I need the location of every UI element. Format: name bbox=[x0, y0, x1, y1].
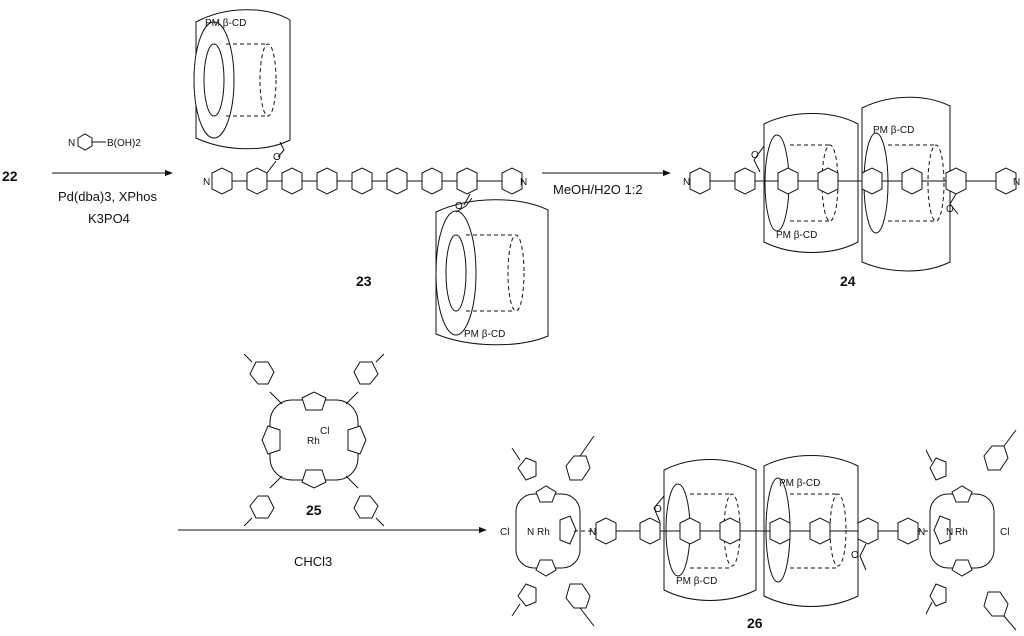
nitrogen-26-left-porphyrin: N bbox=[527, 527, 534, 538]
rhodium-26-left: Rh bbox=[537, 527, 550, 538]
compound-23-structure bbox=[193, 9, 549, 346]
cd-label-26-lower: PM β-CD bbox=[676, 576, 717, 587]
compound-25-label: 25 bbox=[306, 502, 322, 518]
pyridine-boronic-acid-structure bbox=[77, 133, 106, 151]
cd-label-23-lower: PM β-CD bbox=[464, 329, 505, 340]
oxygen-24-left: O bbox=[751, 150, 759, 161]
chloride-26-left: Cl bbox=[500, 527, 509, 538]
solvent-step3-label: CHCl3 bbox=[294, 554, 332, 569]
cyclodextrin-left-24 bbox=[763, 113, 859, 253]
compound-25-structure bbox=[243, 353, 385, 527]
chloride-26-right: Cl bbox=[1000, 527, 1009, 538]
oxygen-23-lower: O bbox=[455, 201, 463, 212]
nitrogen-26-right-porphyrin: N bbox=[946, 527, 953, 538]
nitrogen-26-right-pyridine: N bbox=[918, 527, 925, 538]
nitrogen-26-left-pyridine: N bbox=[589, 527, 596, 538]
oxygen-23-upper: O bbox=[273, 152, 281, 163]
oxygen-26-right: O bbox=[851, 550, 859, 561]
cd-label-24-lower: PM β-CD bbox=[776, 230, 817, 241]
compound-26-structure bbox=[511, 429, 1017, 631]
catalyst-label: Pd(dba)3, XPhos bbox=[58, 189, 158, 204]
oxygen-24-right: O bbox=[946, 204, 954, 215]
compound-26-label: 26 bbox=[747, 615, 763, 631]
reagent-nitrogen: N bbox=[68, 138, 75, 149]
solvent-step2-label: MeOH/H2O 1:2 bbox=[553, 182, 643, 197]
nitrogen-24-right: N bbox=[1013, 177, 1020, 188]
rhodium-25: Rh bbox=[307, 436, 320, 447]
nitrogen-24-left: N bbox=[683, 177, 690, 188]
cd-label-23-upper: PM β-CD bbox=[205, 18, 246, 29]
cd-label-24-upper: PM β-CD bbox=[873, 125, 914, 136]
rhodium-26-right: Rh bbox=[955, 527, 968, 538]
chloride-25: Cl bbox=[320, 426, 329, 437]
compound-24-label: 24 bbox=[840, 273, 856, 289]
nitrogen-23-left: N bbox=[203, 177, 210, 188]
base-label: K3PO4 bbox=[88, 211, 130, 226]
nitrogen-23-right: N bbox=[520, 177, 527, 188]
compound-22-label: 22 bbox=[2, 168, 18, 184]
cd-label-26-upper: PM β-CD bbox=[779, 478, 820, 489]
boronic-acid-label: B(OH)2 bbox=[107, 138, 141, 149]
compound-23-label: 23 bbox=[356, 273, 372, 289]
compound-24-structure bbox=[689, 96, 1017, 272]
oxygen-26-left: O bbox=[654, 504, 662, 515]
